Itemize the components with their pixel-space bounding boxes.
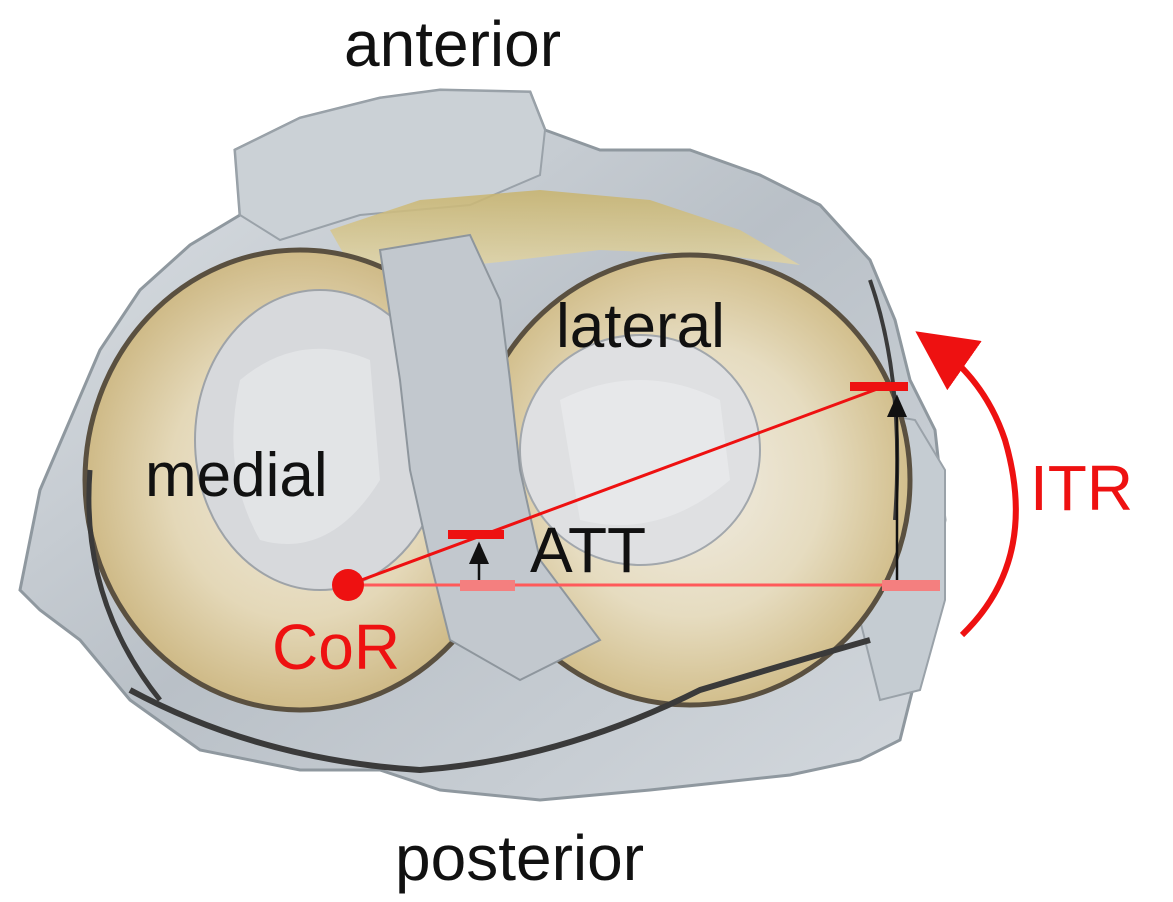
posterior-label: posterior	[395, 826, 644, 890]
lateral-label: lateral	[556, 296, 725, 358]
cor-point	[332, 569, 364, 601]
medial-label: medial	[145, 445, 328, 507]
itr-base-marker	[882, 580, 940, 591]
att-displaced-marker	[448, 530, 504, 539]
itr-displaced-marker	[850, 382, 908, 391]
att-base-marker	[460, 580, 515, 591]
cor-label: CoR	[272, 615, 400, 679]
anterior-label: anterior	[344, 12, 561, 76]
att-label: ATT	[530, 518, 646, 582]
itr-label: ITR	[1030, 456, 1133, 520]
itr-rotation-arrow	[935, 345, 1016, 635]
